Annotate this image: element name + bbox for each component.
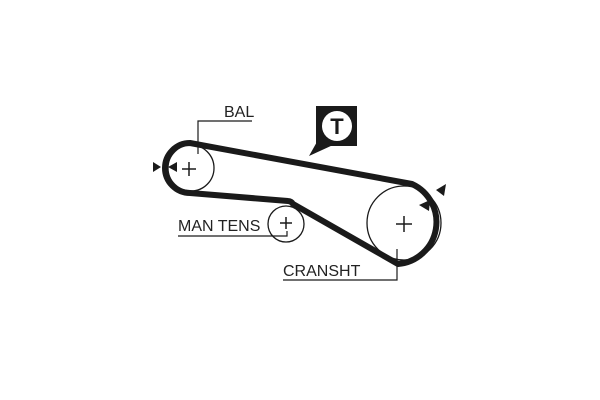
balance-leader-line xyxy=(197,120,252,154)
timing-belt xyxy=(162,140,440,267)
balance-pulley xyxy=(167,144,215,192)
timing-mark-arrow-icon xyxy=(436,184,446,196)
crankshaft-pulley xyxy=(366,185,442,261)
balance-center-icon xyxy=(182,162,196,176)
tensioner-center-icon xyxy=(280,217,292,229)
crankshaft-label: CRANSHT xyxy=(283,263,361,280)
timing-mark-arrow-icon xyxy=(168,162,177,172)
tensioner-label: MAN TENS xyxy=(178,218,260,235)
timing-mark-arrow-icon xyxy=(419,200,430,211)
timing-mark-arrow-icon xyxy=(153,162,161,172)
tensioner-leader-line xyxy=(178,231,288,237)
balance-label: BAL xyxy=(224,104,254,121)
tensioner-badge-icon: T xyxy=(309,106,357,156)
badge-letter: T xyxy=(330,114,344,139)
crankshaft-center-icon xyxy=(396,216,412,232)
crankshaft-leader-line xyxy=(283,249,398,281)
tensioner-pulley xyxy=(267,205,305,243)
